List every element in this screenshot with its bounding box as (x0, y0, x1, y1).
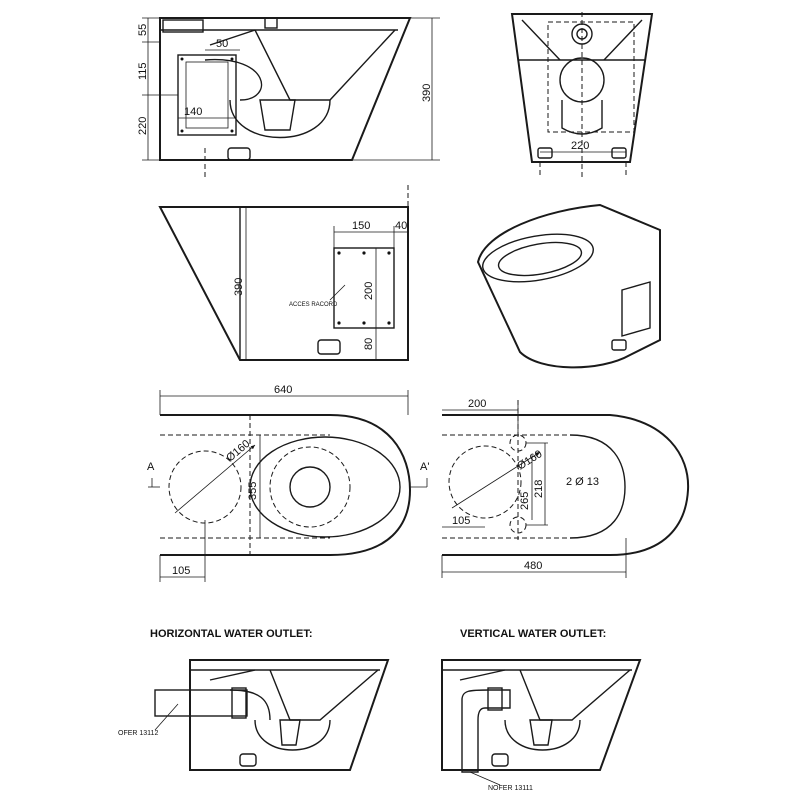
plan-right-outlet-circle (448, 445, 522, 519)
dim-390-side: 390 (421, 84, 433, 102)
dim-150: 150 (352, 220, 370, 232)
dim-200-right: 200 (468, 398, 486, 410)
dim-640: 640 (274, 384, 292, 396)
horizontal-outlet-section: HORIZONTAL WATER OUTLET: OFER 13112 (118, 628, 390, 771)
dim-355: 355 (247, 482, 259, 500)
dim-390-rear: 390 (233, 278, 245, 296)
iso-bowl-inner (497, 241, 583, 277)
v-outlet-pipe (461, 689, 511, 773)
front-view-section: 220 (510, 12, 654, 178)
side-bowl-inner (254, 29, 396, 101)
iso-body-outline (476, 203, 661, 369)
dim-218: 218 (533, 480, 545, 498)
side-access-panel (177, 54, 237, 136)
access-panel (333, 247, 395, 329)
plan-left-section: Ø160 355 640 105 A A' (147, 384, 429, 582)
dim-105-right: 105 (452, 515, 470, 527)
side-view-section: 55 115 220 50 140 390 (137, 17, 440, 180)
horizontal-outlet-title: HORIZONTAL WATER OUTLET: (150, 628, 313, 640)
dim-80: 80 (363, 338, 375, 350)
v-body-outline (441, 659, 642, 771)
dim-265: 265 (519, 492, 531, 510)
dim-200: 200 (363, 282, 375, 300)
plan-left-drain (289, 466, 331, 508)
rear-body-outline (158, 206, 409, 361)
side-trap-inner (259, 99, 296, 131)
dim-105-left: 105 (172, 565, 190, 577)
section-a: A (147, 461, 155, 473)
iso-access-panel (621, 281, 651, 337)
side-pipe-bend (204, 58, 263, 101)
section-a-prime: A' (420, 461, 429, 473)
dim-55: 55 (137, 24, 149, 36)
side-top-pipe (162, 19, 204, 33)
h-ref: OFER 13112 (118, 730, 158, 737)
plan-right-outline (442, 414, 690, 556)
side-top-cap (264, 17, 278, 29)
plan-right-section: Ø160 200 265 218 2 Ø 13 105 480 (441, 398, 690, 578)
dim-2d13: 2 Ø 13 (566, 476, 599, 488)
front-inner-outline (547, 21, 635, 133)
plan-right-bowl-end (569, 434, 626, 539)
h-body-outline (189, 659, 390, 771)
plan-left-bowl (249, 436, 401, 538)
vertical-outlet-section: VERTICAL WATER OUTLET: NOFER 13111 (441, 628, 642, 792)
vertical-outlet-title: VERTICAL WATER OUTLET: (460, 628, 606, 640)
access-label: ACCES RACORD (289, 302, 338, 308)
dim-115: 115 (137, 62, 149, 80)
dim-220-front: 220 (571, 140, 589, 152)
side-access-panel-inner (185, 61, 229, 129)
side-trap-curve (229, 99, 331, 139)
v-ref: NOFER 13111 (488, 785, 533, 792)
side-foot-bracket (227, 147, 251, 161)
dim-220-vertical: 220 (137, 117, 149, 135)
dim-480: 480 (524, 560, 542, 572)
dim-140: 140 (184, 106, 202, 118)
h-outlet-pipe (154, 689, 248, 717)
front-body-outline (510, 13, 654, 163)
rear-foot-bracket (317, 339, 341, 355)
dim-50: 50 (216, 38, 228, 50)
plan-left-outline (160, 414, 412, 556)
isometric-view (476, 203, 661, 369)
dim-40: 40 (395, 220, 407, 232)
iso-bowl-rim (482, 233, 594, 283)
rear-view-section: 390 150 40 200 80 ACCES RACORD (158, 185, 409, 361)
dim-diam160-right: Ø160 (515, 448, 544, 472)
side-pipe-line (209, 29, 256, 46)
